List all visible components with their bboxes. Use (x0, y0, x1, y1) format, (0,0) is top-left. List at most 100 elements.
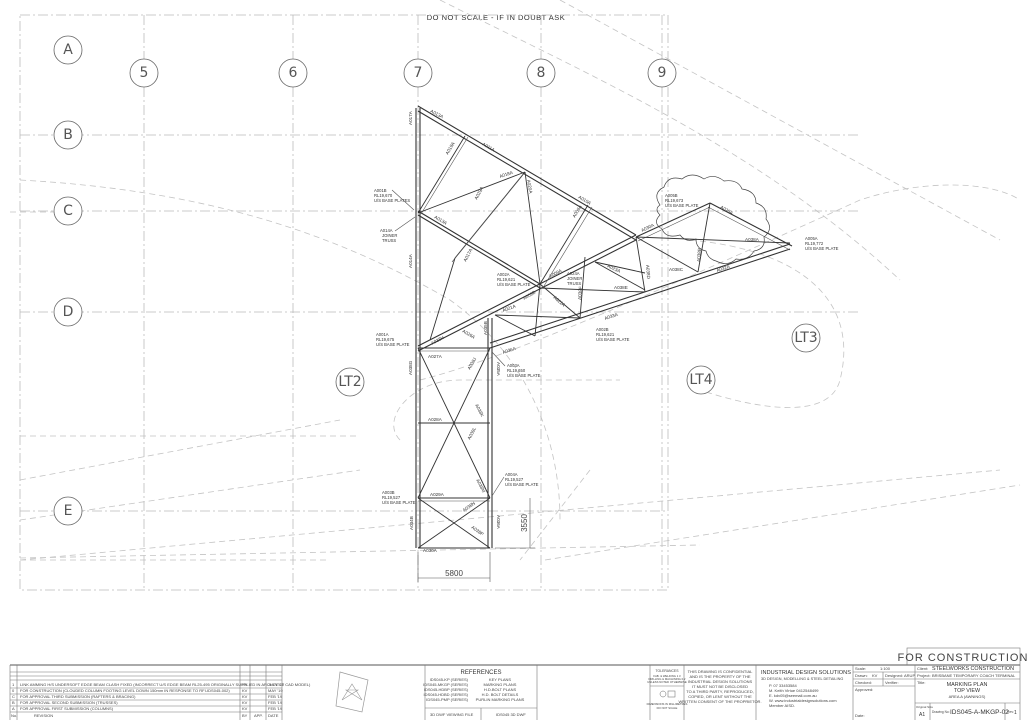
svg-text:BY: BY (242, 713, 248, 718)
svg-text:A003A: A003A (507, 363, 520, 368)
svg-text:ARUP: ARUP (904, 673, 915, 678)
confidentiality-notice: THIS DRAWING IS CONFIDENTIAL AND IS THE … (678, 665, 762, 720)
dimension-width: 5800 (417, 552, 491, 582)
drawing-info-block: Scale:1:100 Drawn:KV Designed:ARUP Check… (852, 665, 915, 720)
do-not-scale-note: DO NOT SCALE - IF IN DOUBT ASK (427, 13, 566, 22)
member-label: A023A (607, 263, 622, 274)
reference-row: IDS045-HDBP (SERIES)H.D.BOLT PLANS (424, 687, 517, 692)
svg-text:A: A (12, 706, 15, 711)
svg-text:FEB '19: FEB '19 (268, 706, 283, 711)
background-outline (10, 0, 1021, 561)
svg-text:IDS045-MKGP (SERIES): IDS045-MKGP (SERIES) (423, 682, 468, 687)
member-label: A025A (720, 205, 735, 217)
svg-text:UNLESS NOTED OTHERWISE: UNLESS NOTED OTHERWISE (647, 680, 687, 684)
svg-text:PURLIN MARKING PLANS: PURLIN MARKING PLANS (476, 697, 525, 702)
svg-text:DATE: DATE (268, 713, 279, 718)
svg-text:IT MUST NOT BE DISCLOSED: IT MUST NOT BE DISCLOSED (692, 684, 748, 689)
svg-text:FEB '19: FEB '19 (268, 694, 283, 699)
member-label: A038K (474, 403, 485, 418)
svg-text:U/S BASE PLATE: U/S BASE PLATE (665, 203, 699, 208)
grid-col-5: 5 (129, 58, 159, 88)
svg-text:KV: KV (242, 688, 248, 693)
svg-text:RL19,527: RL19,527 (382, 495, 401, 500)
member-label: A014A (408, 253, 413, 268)
member-label: A033A (604, 312, 620, 321)
svg-text:RL19,675: RL19,675 (376, 337, 395, 342)
svg-text:RL19,772: RL19,772 (805, 241, 824, 246)
grid-row-d: D (53, 297, 83, 327)
svg-text:FOR CONSTRUCTION (CLOUDED COLU: FOR CONSTRUCTION (CLOUDED COLUMN FOOTING… (20, 688, 230, 693)
member-label: A029A (473, 185, 484, 200)
svg-text:E. kdv05@seemail.com.au: E. kdv05@seemail.com.au (769, 693, 817, 698)
member-label: A013A (430, 108, 445, 119)
title-block: Client: STEELWORKS CONSTRUCTION Project:… (915, 665, 1021, 720)
grid-row-c: C (53, 196, 83, 226)
svg-text:U/S BASE PLATE: U/S BASE PLATE (507, 373, 541, 378)
svg-text:1: 1 (12, 682, 15, 687)
reference-row: IDS045-HDBD (SERIES)H.D. BOLT DETAILS (424, 692, 519, 697)
svg-text:FOR APPROVAL SECOND SUBMISSION: FOR APPROVAL SECOND SUBMISSION (TRUSSES) (20, 700, 118, 705)
svg-text:0: 0 (12, 688, 15, 693)
member-label: A038A (745, 237, 760, 242)
member-label: A038D (645, 265, 651, 280)
level-lt2: LT2 (335, 367, 365, 397)
svg-text:H.D. BOLT DETAILS: H.D. BOLT DETAILS (482, 692, 519, 697)
svg-text:Designed:: Designed: (885, 673, 903, 678)
member-label: A017A (462, 247, 473, 262)
svg-text:U/S BASE PLATE: U/S BASE PLATE (505, 482, 539, 487)
member-label: A019A (445, 140, 457, 155)
grid-row-a: A (53, 35, 83, 65)
drawing-title: MARKING PLAN (947, 682, 988, 688)
svg-text:M. Keith Virtue 0412548499: M. Keith Virtue 0412548499 (769, 688, 819, 693)
member-label: A027A (428, 354, 443, 359)
member-label: A011A (482, 142, 497, 154)
member-label: A009A (548, 268, 563, 279)
dimension-height: 3550 (495, 498, 535, 549)
client-name: STEELWORKS CONSTRUCTION (932, 666, 1014, 672)
svg-text:A001B: A001B (374, 188, 387, 193)
svg-text:TRUSS: TRUSS (382, 238, 396, 243)
svg-text:KEY PLANS: KEY PLANS (489, 677, 511, 682)
svg-text:Title:: Title: (917, 680, 926, 685)
svg-text:COPIED, OR LENT WITHOUT THE: COPIED, OR LENT WITHOUT THE (688, 694, 752, 699)
grid-col-8: 8 (526, 58, 556, 88)
svg-text:LT2: LT2 (338, 374, 361, 390)
svg-text:INDUSTRIAL DESIGN SOLUTIONS: INDUSTRIAL DESIGN SOLUTIONS (688, 679, 753, 684)
project-name: BRISBANE TEMPORARY COACH TERMINAL (932, 673, 1016, 678)
svg-text:TOP VIEW: TOP VIEW (954, 688, 981, 694)
svg-text:U/S BASE PLATE: U/S BASE PLATE (596, 337, 630, 342)
svg-text:B: B (63, 127, 73, 143)
grid-row-e: E (53, 496, 83, 526)
revision-number: 1 (1014, 710, 1017, 716)
svg-text:RL19,670: RL19,670 (374, 193, 393, 198)
member-label: A036A (496, 515, 501, 530)
tolerances-box: TOLERANCES FAB. & WELDING 1 3 DRILLING &… (647, 665, 687, 720)
svg-text:Original Size: Original Size (916, 705, 933, 709)
svg-text:DRILLING & MACHINING 0.2: DRILLING & MACHINING 0.2 (649, 677, 686, 681)
svg-text:Member AISD.: Member AISD. (769, 703, 795, 708)
member-label: A010A (578, 195, 593, 207)
svg-text:FAB. & WELDING 1 3: FAB. & WELDING 1 3 (653, 674, 681, 678)
svg-text:8: 8 (537, 65, 546, 81)
svg-text:Scale:: Scale: (855, 666, 866, 671)
svg-text:LINK AMMING H/S UNDERSOFT EDGE: LINK AMMING H/S UNDERSOFT EDGE BEAM CLAS… (20, 682, 311, 687)
member-label: A013A (434, 215, 449, 227)
svg-text:Project:: Project: (917, 673, 931, 678)
grid-col-9: 9 (647, 58, 677, 88)
grid-col-6: 6 (278, 58, 308, 88)
grid-lines (19, 14, 860, 591)
member-label: A038H (430, 335, 445, 346)
member-label: A020A (526, 179, 533, 194)
member-label: A018A (499, 170, 515, 179)
svg-text:7: 7 (414, 65, 423, 81)
svg-text:A1: A1 (919, 712, 925, 718)
